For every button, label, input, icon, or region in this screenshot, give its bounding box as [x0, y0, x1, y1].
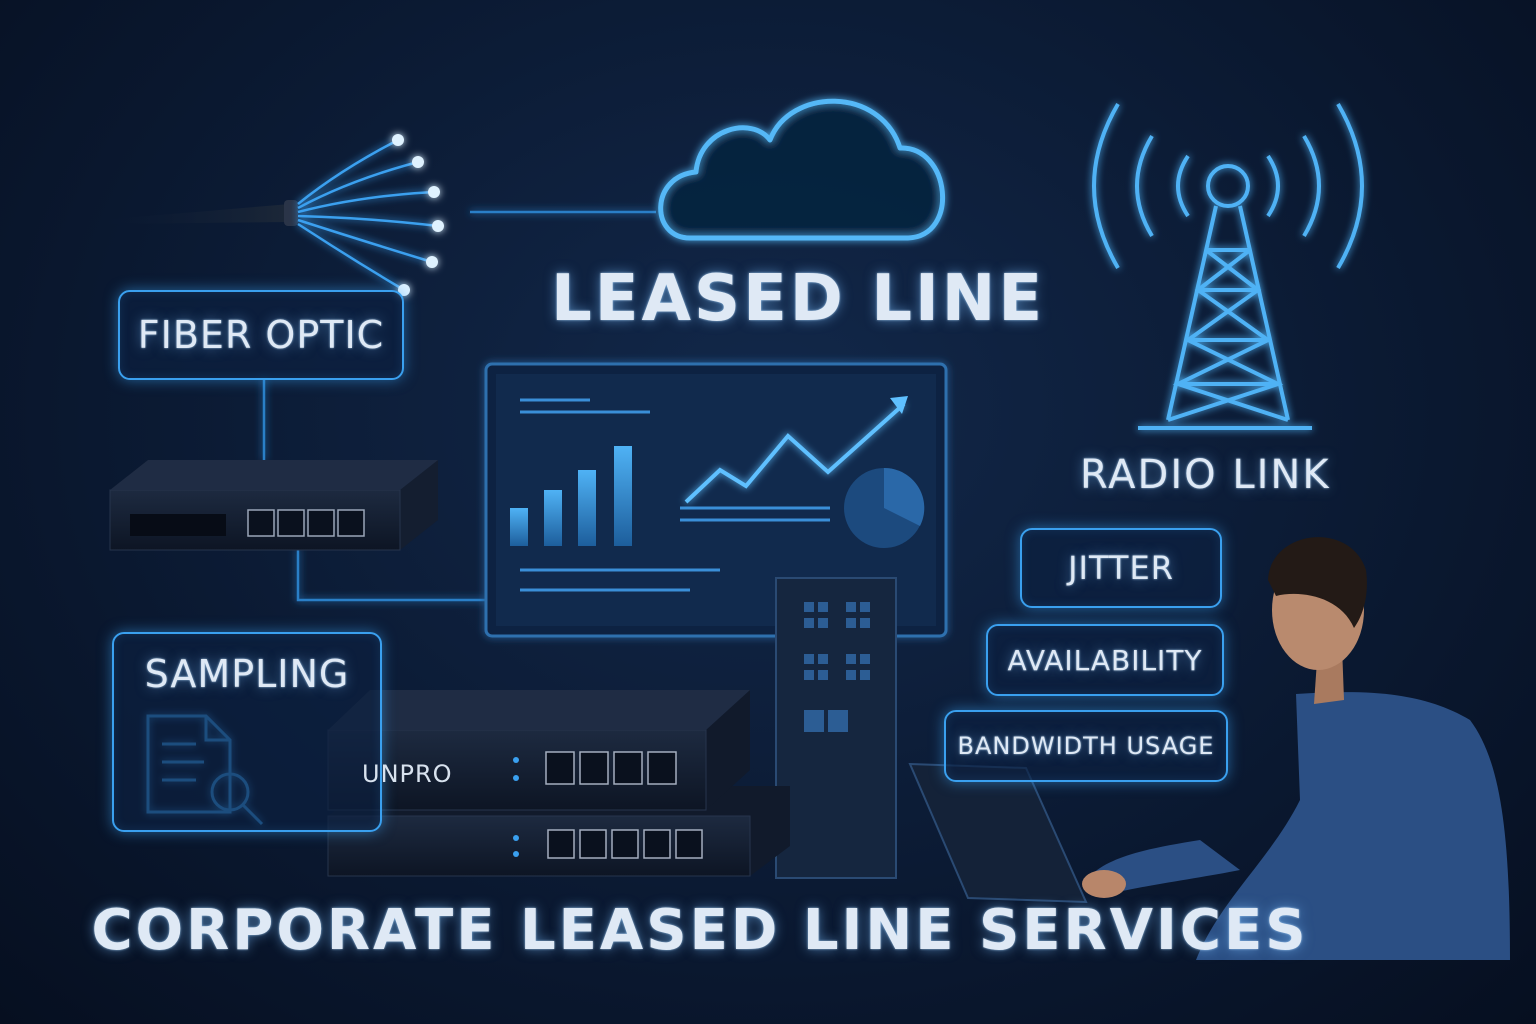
- label-radio-link: RADIO LINK: [1080, 452, 1331, 498]
- label-jitter: JITTER: [1020, 528, 1222, 608]
- label-bandwidth-usage: BANDWIDTH USAGE: [944, 710, 1228, 782]
- trend-arrow-icon: [684, 402, 906, 504]
- radio-tower-icon: [1092, 102, 1364, 430]
- fiber-optic-cable-icon: [100, 134, 444, 296]
- bar-chart-graphic: [510, 446, 632, 546]
- label-sampling: SAMPLING: [112, 632, 382, 832]
- cloud-icon: [658, 98, 945, 241]
- pie-chart-icon: [844, 467, 925, 548]
- label-fiber-optic: FIBER OPTIC: [118, 290, 404, 380]
- footer-title: CORPORATE LEASED LINE SERVICES: [91, 898, 1309, 963]
- person-at-laptop: [1082, 537, 1510, 960]
- laptop: [908, 762, 1088, 904]
- device-brand-label: UNPRO: [362, 760, 453, 788]
- router-device: [109, 460, 438, 551]
- label-availability: AVAILABILITY: [986, 624, 1224, 696]
- headline-leased-line: LEASED LINE: [550, 262, 1046, 336]
- building-icon: [775, 577, 897, 879]
- network-switch-stack: [327, 690, 790, 877]
